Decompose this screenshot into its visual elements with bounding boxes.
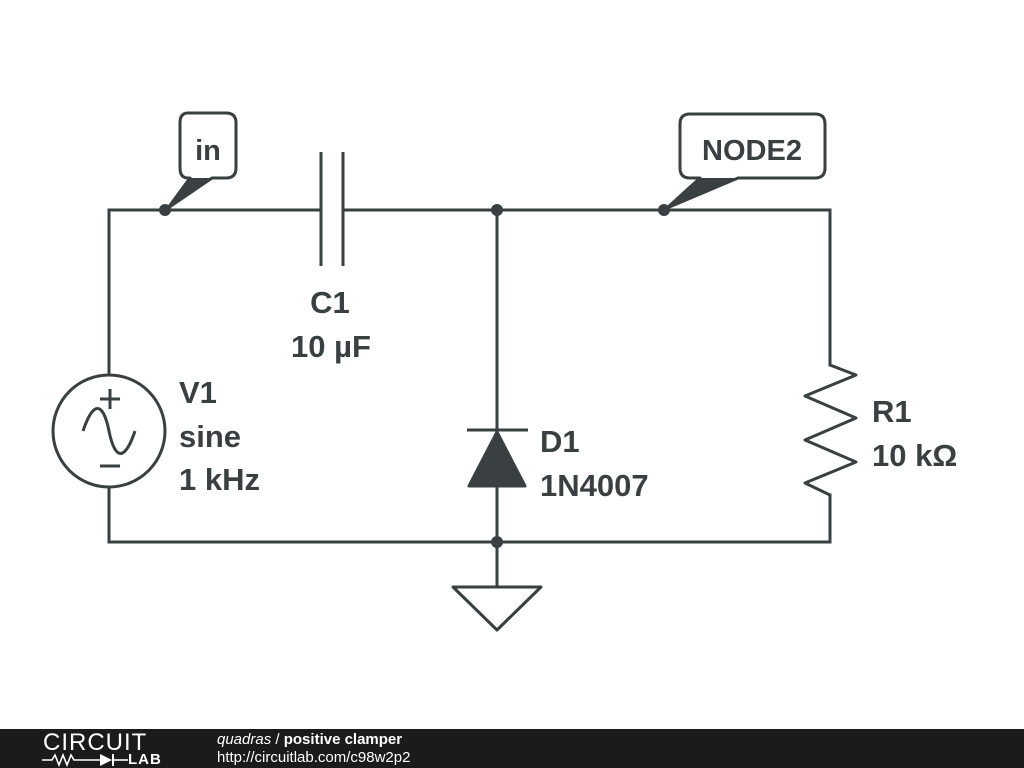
logo-text-circuit: CIRCUIT [43,729,148,756]
wires [107,208,832,589]
resistor-r1[interactable]: R1 10 kΩ [803,363,957,497]
node-tag-in-pointer [168,178,212,208]
node-label-in-text: in [195,135,221,167]
diode-name: D1 [540,424,580,459]
footer-bar: CIRCUIT LAB quadras / positive clamper h… [0,729,1024,768]
logo-waveform-icon [42,753,128,767]
credit-separator: / [271,731,284,748]
circuit-title[interactable]: positive clamper [283,731,403,748]
junction-top-mid [491,204,503,216]
source-name: V1 [179,375,217,410]
capacitor-name: C1 [310,285,350,320]
capacitor-c1[interactable]: C1 10 µF [291,152,371,364]
diode-part: 1N4007 [540,468,649,503]
source-type: sine [179,419,241,454]
author-name[interactable]: quadras [217,731,272,748]
ground-triangle-icon [451,585,543,632]
circuit-credit: quadras / positive clamper [217,731,402,748]
source-circle [51,373,167,489]
circuit-schematic: in NODE2 C1 10 µF V1 sine 1 kHz [51,111,957,632]
resistor-zigzag [803,363,858,497]
junction-bottom-mid [491,536,503,548]
node-tag-node2-pointer [667,178,738,208]
diode-triangle [467,430,527,488]
sine-source-v1[interactable]: V1 sine 1 kHz [51,373,260,497]
source-frequency: 1 kHz [179,462,260,497]
resistor-name: R1 [872,394,912,429]
capacitor-value: 10 µF [291,329,371,364]
ground-symbol[interactable] [451,585,543,632]
node-label-node2-text: NODE2 [702,135,802,167]
circuitlab-logo[interactable]: CIRCUIT LAB [40,731,180,767]
node-label-in[interactable]: in [166,111,238,210]
logo-text-lab: LAB [128,751,162,768]
diode-d1[interactable]: D1 1N4007 [467,424,649,503]
resistor-value: 10 kΩ [872,438,957,473]
node-label-node2[interactable]: NODE2 [665,112,827,210]
sine-wave-icon [81,407,137,455]
circuit-url[interactable]: http://circuitlab.com/c98w2p2 [217,749,411,766]
